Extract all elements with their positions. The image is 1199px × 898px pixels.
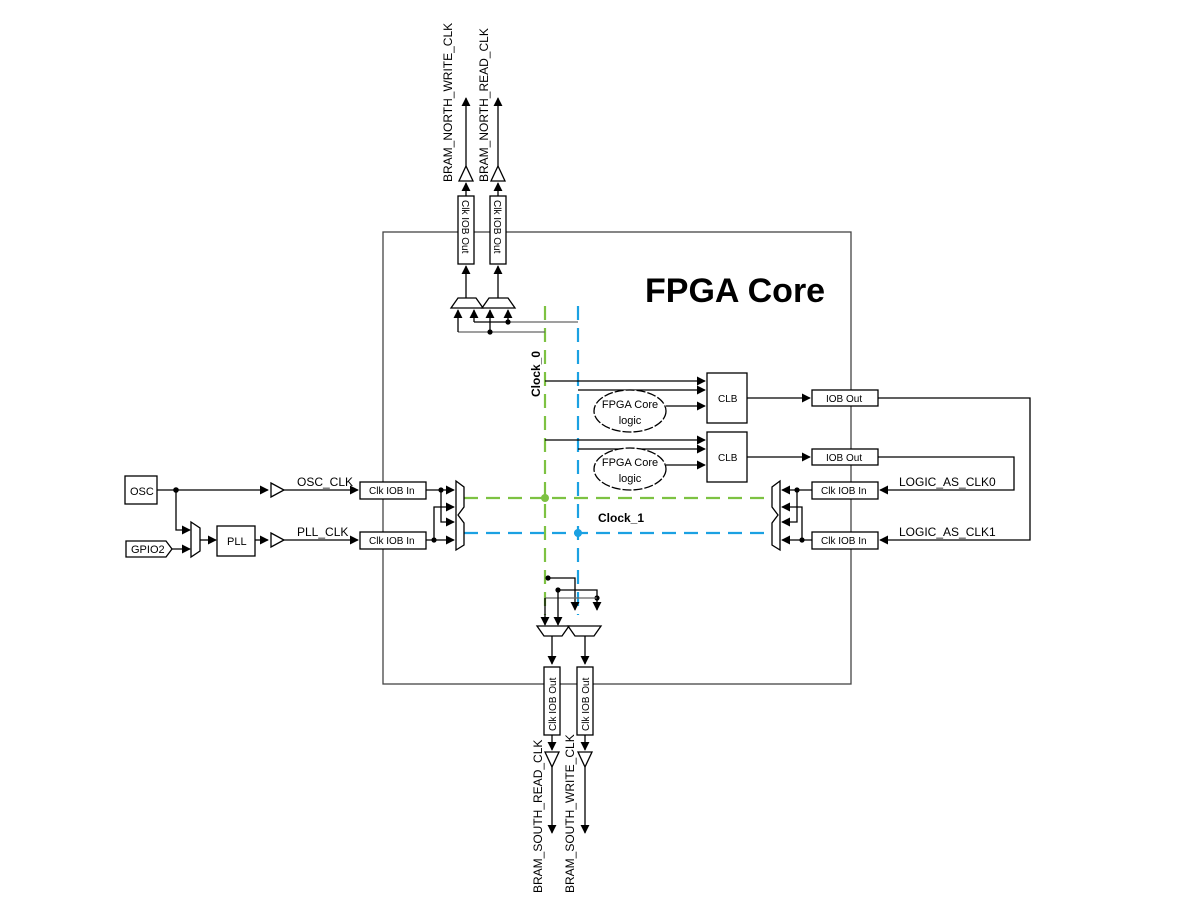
- core-logic-cloud-bottom: FPGA Core logic: [593, 447, 667, 491]
- bram-south-write-label: BRAM_SOUTH_WRITE_CLK: [563, 734, 577, 893]
- clock-0-label: Clock_0: [529, 351, 543, 397]
- iob-out-top-label: IOB Out: [826, 394, 862, 405]
- clock-mux-left: [455, 479, 465, 552]
- clb-bottom: [706, 431, 748, 483]
- svg-text:FPGA Core: FPGA Core: [602, 457, 658, 469]
- gpio2-port: [125, 540, 173, 558]
- clk-iob-in-left-bottom-label: Clk IOB In: [369, 536, 415, 547]
- bram-north-read-label: BRAM_NORTH_READ_CLK: [477, 28, 491, 182]
- bram-south-read-label: BRAM_SOUTH_READ_CLK: [531, 740, 545, 893]
- clb-top: [706, 372, 748, 424]
- clk-iob-in-right-top-label: Clk IOB In: [821, 486, 867, 497]
- clock-1-label: Clock_1: [598, 511, 644, 525]
- fpga-core-title: FPGA Core: [645, 272, 825, 310]
- iob-out-bottom-label: IOB Out: [826, 453, 862, 464]
- clock-0-net: [464, 306, 775, 615]
- svg-text:Clk IOB Out: Clk IOB Out: [548, 677, 559, 731]
- svg-text:Clk IOB Out: Clk IOB Out: [491, 200, 502, 254]
- iob-out-bottom: [811, 448, 879, 466]
- clk-iob-in-left-top-label: Clk IOB In: [369, 486, 415, 497]
- svg-text:FPGA Core: FPGA Core: [602, 399, 658, 411]
- south-mux-2: [566, 625, 603, 637]
- iob-out-top: [811, 389, 879, 407]
- svg-text:logic: logic: [619, 415, 642, 427]
- osc-clk-label: OSC_CLK: [297, 475, 353, 489]
- north-mux-2: [480, 297, 517, 309]
- pll-block: [216, 525, 256, 557]
- clb-bottom-label: CLB: [718, 453, 738, 464]
- south-mux-1: [535, 625, 571, 637]
- pll-label: PLL: [227, 536, 247, 548]
- pll-clk-label: PLL_CLK: [297, 525, 348, 539]
- osc-block: [124, 475, 158, 505]
- clk-iob-in-right-bottom-label: Clk IOB In: [821, 536, 867, 547]
- input-mux-left: [190, 520, 201, 559]
- gpio2-label: GPIO2: [131, 544, 165, 556]
- north-mux-1: [449, 297, 485, 309]
- core-logic-cloud-top: FPGA Core logic: [593, 389, 667, 433]
- svg-text:Clk IOB Out: Clk IOB Out: [459, 200, 470, 254]
- svg-text:logic: logic: [619, 473, 642, 485]
- logic-as-clk0-label: LOGIC_AS_CLK0: [899, 475, 996, 489]
- logic-as-clk1-label: LOGIC_AS_CLK1: [899, 525, 996, 539]
- svg-text:Clk IOB Out: Clk IOB Out: [581, 677, 592, 731]
- clock-1-net: [464, 306, 775, 615]
- pll-buffer: [270, 531, 286, 549]
- bram-north-write-label: BRAM_NORTH_WRITE_CLK: [441, 23, 455, 182]
- clock-mux-right: [771, 479, 781, 552]
- osc-buffer: [270, 481, 286, 499]
- clb-top-label: CLB: [718, 394, 738, 405]
- osc-label: OSC: [130, 486, 154, 498]
